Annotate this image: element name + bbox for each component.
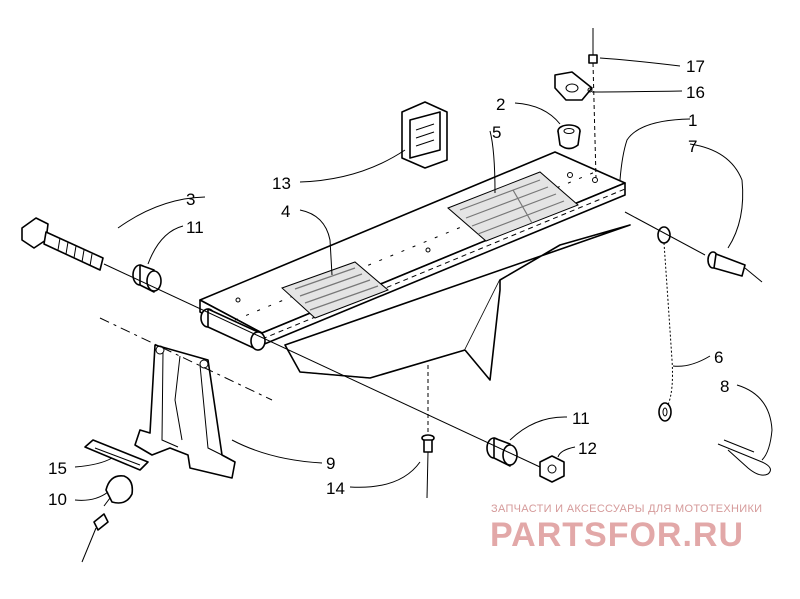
callout-12: 12: [578, 439, 597, 458]
callout-1: 1: [688, 111, 697, 130]
callout-5: 5: [492, 123, 501, 142]
rivet-part-14: [421, 365, 435, 499]
bracket-part-16: [554, 71, 593, 101]
callout-8: 8: [720, 377, 729, 396]
leader-lines: [74, 57, 773, 501]
rivet-part-17: [588, 28, 598, 179]
tray-part-1: [199, 151, 631, 381]
callout-13: 13: [272, 174, 291, 193]
clip-pin-part-8: [717, 439, 771, 476]
callout-3: 3: [186, 190, 195, 209]
bolt-part-3: [21, 217, 104, 271]
cable-part-6: [657, 226, 673, 422]
callout-14: 14: [326, 479, 345, 498]
callout-4: 4: [281, 202, 290, 221]
callout-11a: 11: [186, 218, 204, 237]
nut-part-12: [539, 455, 565, 483]
strap-part-15: [84, 439, 149, 471]
grommet-part-2: [557, 124, 581, 150]
bushing-part-11-right: [486, 437, 518, 467]
knob-part-10: [81, 474, 134, 563]
callout-11b: 11: [572, 409, 590, 428]
watermark-logo: PARTSFOR.RU: [490, 516, 745, 554]
callout-labels: 1 2 3 4 5 6 7 8 9 10 11 11 12 13 14 15 1…: [48, 57, 729, 509]
decal-part-4: [281, 261, 389, 319]
hinge-center-line: [99, 317, 273, 401]
bracket-part-9: [134, 344, 236, 479]
callout-9: 9: [326, 454, 335, 473]
bushing-part-11-left: [132, 264, 162, 293]
bolt-axis-line: [103, 263, 541, 468]
pin-part-7: [624, 211, 763, 283]
callout-7: 7: [688, 137, 697, 156]
clip-part-13: [401, 101, 448, 169]
callout-6: 6: [714, 348, 723, 367]
callout-2: 2: [496, 95, 505, 114]
decal-part-5: [447, 171, 579, 242]
watermark-subtitle: ЗАПЧАСТИ И АКСЕССУАРЫ ДЛЯ МОТОТЕХНИКИ: [491, 503, 763, 515]
callout-10: 10: [48, 490, 67, 509]
callout-16: 16: [686, 83, 705, 102]
callout-15: 15: [48, 459, 67, 478]
callout-17: 17: [686, 57, 705, 76]
